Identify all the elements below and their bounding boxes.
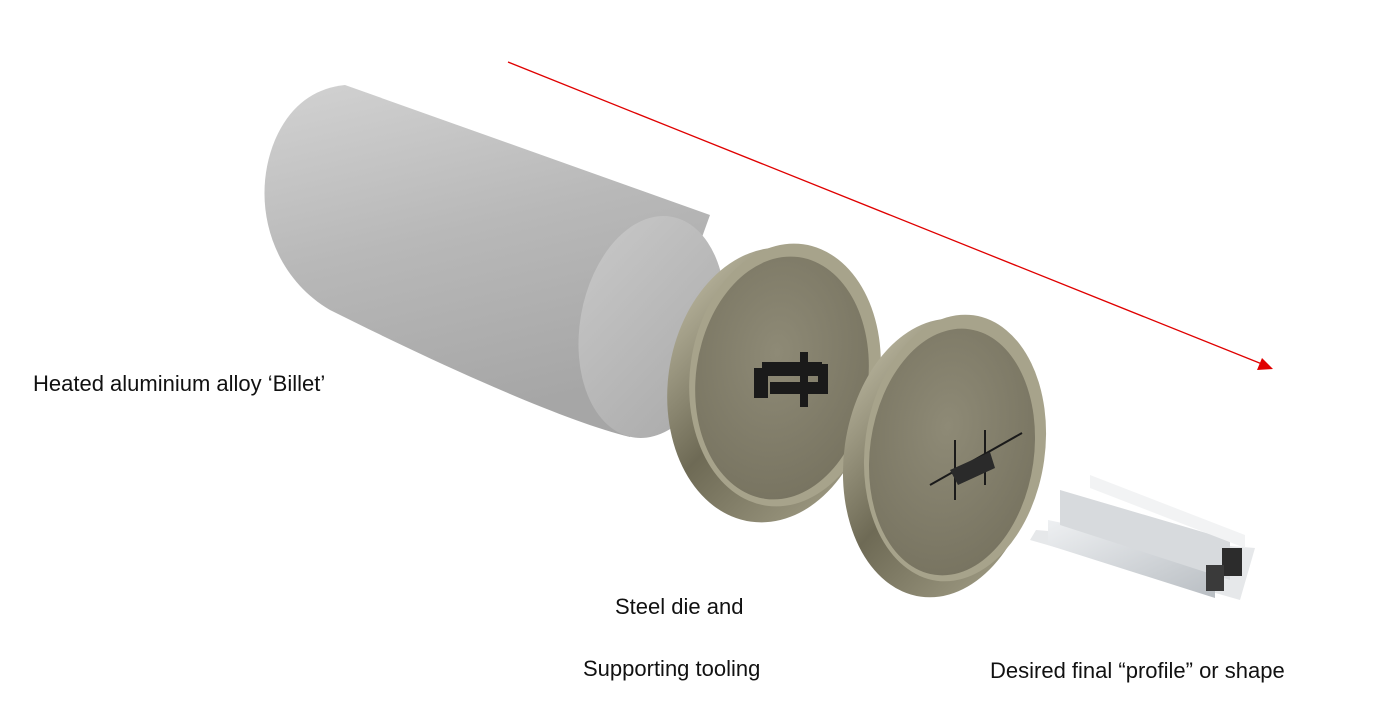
profile-label: Desired final “profile” or shape	[990, 658, 1285, 683]
die-disc	[667, 243, 881, 523]
die-label-line2: Supporting tooling	[583, 656, 761, 681]
direction-arrow	[507, 61, 1273, 370]
die-label-line1: Steel die and	[615, 594, 744, 619]
billet-label: Heated aluminium alloy ‘Billet’	[33, 371, 326, 396]
extruded-profile	[1030, 475, 1255, 600]
backer-disc	[842, 314, 1047, 598]
